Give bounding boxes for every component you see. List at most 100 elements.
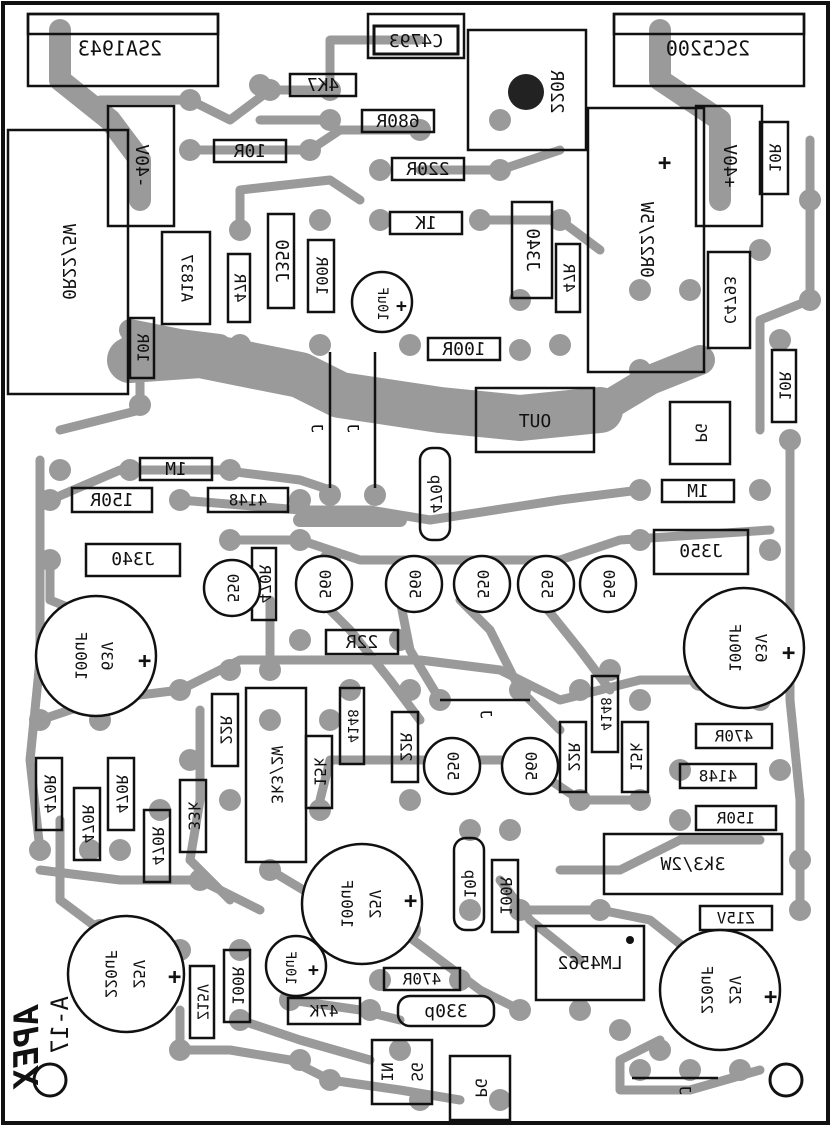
svg-text:+: +: [168, 965, 181, 990]
trace-bot-5: [615, 1035, 765, 1095]
label-c-10p: 10p: [461, 870, 480, 899]
label-q-550-b: 550: [474, 570, 493, 599]
label-r-3k3-right: 3k3/2W: [660, 854, 725, 875]
label-r-470r-d: 470R: [149, 826, 168, 865]
label-r-47r-left: 47R: [231, 273, 250, 302]
polarity-marks: + + + + + + + +: [138, 151, 795, 1010]
label-r-150r-left: 150R: [90, 490, 134, 511]
round-parts: [34, 270, 806, 1052]
label-c-100uf-right-value: 100uF: [726, 624, 745, 672]
label-d-4148-far-right: 4148: [699, 767, 738, 786]
trace-bot-8: [235, 1015, 375, 1065]
c-100uf-25v-body: [300, 842, 424, 966]
label-c-10uf-top: 10uF: [374, 287, 390, 321]
label-jumper-2: J: [344, 423, 363, 433]
label-r-100r-bottom: 100R: [497, 876, 516, 915]
ic-pin1-dot: [626, 936, 634, 944]
label-q-j340-top: J340: [522, 228, 543, 271]
label-r-470r-b: 470R: [79, 804, 98, 843]
label-r-470r-right: 470R: [714, 727, 753, 746]
label-q-j350-mid: J350: [679, 541, 722, 562]
label-q-2sc5200: 2SC5200: [666, 37, 750, 61]
label-r-1m-left: 1M: [165, 459, 187, 480]
trace-bot-3: [515, 905, 705, 965]
label-c-10uf-bottom: 10uF: [282, 951, 298, 985]
label-r-680r: 680R: [376, 111, 420, 132]
label-c-220uf-left-value: 220uF: [102, 950, 121, 998]
label-q-j340-mid: J340: [111, 549, 154, 570]
label-r-100r-mid: 100R: [442, 339, 486, 360]
label-q-a1837: A1837: [178, 254, 197, 302]
svg-text:+: +: [658, 151, 671, 176]
label-r-150r-right: 150R: [716, 809, 755, 828]
label-r-100r-top: 100R: [313, 256, 332, 295]
label-rail-pos40: +40V: [719, 144, 740, 188]
label-c-220uf-right-volt: 25V: [726, 975, 745, 1004]
label-r-15k-right: 15k: [627, 742, 646, 771]
c-100uf-right-body: [682, 586, 806, 710]
neg-rail-trace: [49, 19, 151, 211]
label-r-3k3-left: 3k3/2W: [268, 746, 287, 804]
label-c-100uf-25v-volt: 25V: [366, 889, 385, 918]
label-r-470r-mid: 470R: [256, 564, 275, 603]
pads: [29, 74, 821, 1111]
label-r-1k: 1K: [415, 213, 437, 234]
pos-rail-trace: [649, 19, 731, 211]
label-q-550-a: 550: [224, 574, 243, 603]
output-power-trace-2: [585, 345, 715, 425]
trace-bot-9: [495, 875, 585, 965]
trimmer-knob: [508, 74, 544, 110]
label-q-550-d: 550: [444, 752, 463, 781]
trace-right-vert: [785, 435, 805, 905]
svg-text:+: +: [396, 296, 407, 317]
label-r-10r-top: 10R: [234, 141, 267, 162]
label-d-4148-right: 4148: [597, 697, 613, 731]
silkscreen: [6, 12, 806, 1122]
svg-text:+: +: [308, 960, 319, 981]
label-r-1m-right: 1M: [687, 481, 709, 502]
trimmer-body: [466, 28, 588, 152]
label-r-4k7: 4K7: [307, 75, 340, 96]
trace-bot-1: [35, 865, 265, 915]
c-100uf-left-body: [34, 594, 158, 718]
label-c-100uf-25v-value: 100uF: [338, 880, 357, 928]
label-c-100uf-right-volt: 63V: [752, 633, 771, 662]
label-r-0r22-right: 0R22/5W: [636, 202, 657, 278]
label-u-lm4562: LM4562: [557, 953, 622, 974]
trace-mid-8: [395, 595, 445, 705]
label-jumper-3: J: [477, 709, 496, 719]
label-trim-220r: 220R: [546, 70, 567, 114]
trace-right-vert-2: [755, 135, 815, 435]
label-c-330p: 330p: [424, 1001, 467, 1022]
label-r-15k-left: 15k: [311, 757, 330, 786]
trace-bot-10: [55, 815, 105, 935]
label-rail-neg40: -40V: [131, 144, 152, 188]
trace-bot-7: [555, 835, 765, 875]
label-c-100uf-left-value: 100uF: [72, 632, 91, 680]
c-10uf-bottom-body: [264, 934, 328, 998]
label-r-22r-top: 22R: [346, 632, 379, 653]
mounting-hole-right: [768, 1062, 804, 1098]
label-jumper-4: J: [676, 1085, 695, 1095]
mounting-holes: [32, 1062, 804, 1098]
svg-text:+: +: [404, 889, 417, 914]
output-power-trace: [107, 332, 623, 441]
svg-text:+: +: [782, 641, 795, 666]
label-r-470r-low: 470R: [402, 970, 441, 989]
label-c-220uf-right-value: 220uF: [698, 966, 717, 1014]
c-10uf-top-body: [350, 270, 414, 334]
label-r-220r: 220R: [406, 159, 450, 180]
label-c-470p: 470p: [427, 475, 446, 514]
board-model: A-17: [46, 996, 74, 1054]
label-r-33k: 33k: [185, 801, 204, 830]
label-d-4148-center: 4148: [344, 709, 360, 743]
label-c-4793-right: C4793: [721, 276, 740, 324]
label-r-10r-right: 10R: [766, 143, 785, 172]
label-r-0r22-left: 0R22/5W: [58, 224, 79, 300]
trace-mid-7: [455, 595, 565, 735]
trace-top-2: [185, 125, 425, 155]
brand-name: APEX: [7, 1004, 47, 1090]
label-pg-bottom: PG: [472, 1078, 491, 1097]
